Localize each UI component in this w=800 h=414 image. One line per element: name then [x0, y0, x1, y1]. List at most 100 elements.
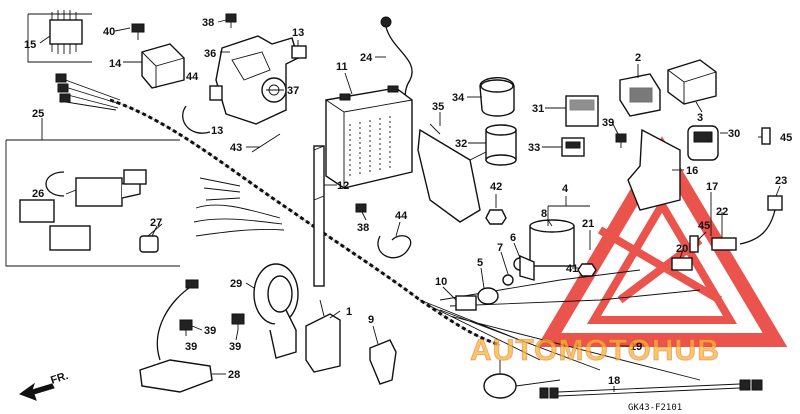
- callout-22: 22: [716, 206, 728, 218]
- callout-8: 8: [541, 208, 547, 220]
- grommet-5: [477, 287, 499, 305]
- connector-22: [711, 237, 737, 251]
- band-44-left: [182, 105, 211, 134]
- tube-12: [313, 145, 325, 287]
- band-44-mid: [377, 235, 412, 259]
- band-34: [479, 77, 515, 117]
- callout-25: 25: [32, 108, 44, 120]
- callout-21: 21: [582, 218, 594, 230]
- wiring-19: [483, 360, 561, 399]
- relay-30: [687, 125, 719, 161]
- callout-15: 15: [24, 39, 36, 51]
- callout-19: 19: [630, 341, 642, 353]
- callout-44-mid: 44: [395, 210, 408, 222]
- nut-42: [485, 209, 507, 225]
- wiring-18: [539, 379, 763, 399]
- callout-36: 36: [204, 48, 216, 60]
- horn-29: [253, 263, 299, 359]
- inset-frame-15: [27, 13, 92, 63]
- callout-30: 30: [728, 128, 740, 140]
- callout-24: 24: [360, 52, 373, 64]
- callout-31: 31: [532, 103, 544, 115]
- callout-38-top: 38: [202, 17, 214, 29]
- fuse-45-mid: [689, 235, 699, 253]
- callout-38-mid: 38: [357, 222, 369, 234]
- relay-2: [619, 73, 661, 117]
- callout-6: 6: [510, 232, 516, 244]
- front-direction-arrow: FR.: [18, 370, 70, 401]
- wire-harness: [55, 73, 701, 381]
- relay-14: [141, 43, 185, 89]
- callout-40: 40: [103, 26, 115, 38]
- callout-20: 20: [676, 243, 688, 255]
- callout-39-lower-c: 39: [185, 341, 197, 353]
- callout-23: 23: [775, 175, 787, 187]
- diagram-code: GK43-F2101: [628, 403, 682, 413]
- callout-33: 33: [528, 142, 540, 154]
- callout-42: 42: [490, 181, 502, 193]
- ring-7: [502, 274, 514, 286]
- callout-39-right: 39: [602, 117, 614, 129]
- callout-10: 10: [435, 276, 447, 288]
- battery-holder-35: [417, 123, 491, 223]
- callout-44-left: 44: [186, 71, 199, 83]
- battery-11: [325, 85, 413, 189]
- unit-3: [667, 59, 717, 105]
- callout-11: 11: [336, 61, 348, 73]
- component-32: [485, 124, 517, 166]
- screw-39-lower-b: [231, 313, 245, 330]
- ignition-switch-26: [19, 169, 147, 251]
- leader-lines: [39, 19, 781, 392]
- callout-32: 32: [455, 138, 467, 150]
- callout-26: 26: [32, 188, 44, 200]
- callout-43: 43: [230, 142, 242, 154]
- callout-9: 9: [368, 314, 374, 326]
- callout-5: 5: [477, 257, 483, 269]
- cap-10: [455, 295, 477, 311]
- callout-18: 18: [608, 375, 620, 387]
- connector-20: [671, 257, 693, 271]
- bracket-16: [627, 128, 681, 211]
- screw-38-mid: [355, 203, 367, 213]
- callout-2: 2: [635, 52, 641, 64]
- callout-41: 41: [566, 263, 578, 275]
- screw-38-top: [225, 13, 237, 28]
- clip-13-top: [291, 45, 307, 59]
- screw-39-right: [615, 133, 627, 148]
- callout-4: 4: [562, 183, 569, 195]
- callout-39-lower-b: 39: [229, 341, 241, 353]
- callout-12: 12: [337, 180, 349, 192]
- callout-1: 1: [346, 306, 352, 318]
- relay-31: [565, 95, 599, 127]
- callout-37: 37: [287, 85, 299, 97]
- sensor-28: [139, 279, 213, 393]
- front-direction-label: FR.: [49, 370, 70, 387]
- callout-27: 27: [150, 217, 162, 229]
- nut-41: [577, 263, 597, 277]
- callout-14: 14: [109, 58, 122, 70]
- watermark-text: AUTOMOTOHUB: [470, 334, 720, 367]
- screw-39-lower-a: [179, 319, 193, 336]
- callout-39-lower-a: 39: [204, 325, 216, 337]
- bracket-1: [305, 299, 341, 373]
- callout-13-top: 13: [292, 27, 304, 39]
- connector-33: [561, 137, 585, 157]
- pin-43: [251, 133, 281, 153]
- callout-7: 7: [497, 242, 503, 254]
- callout-34: 34: [452, 92, 465, 104]
- callout-45-mid: 45: [698, 220, 710, 232]
- fuse-45-top: [761, 127, 771, 145]
- screw-40: [131, 23, 145, 40]
- callout-13-bottom: 13: [211, 125, 223, 137]
- bracket-36: [209, 35, 299, 125]
- ignition-coil-8: [519, 219, 575, 281]
- heat-sink-15: [49, 10, 83, 54]
- callout-3: 3: [697, 112, 703, 124]
- callout-16: 16: [686, 165, 698, 177]
- callout-45-top: 45: [780, 132, 792, 144]
- spark-plug-cap-9: [369, 339, 397, 385]
- callout-28: 28: [228, 369, 240, 381]
- callout-35: 35: [432, 101, 444, 113]
